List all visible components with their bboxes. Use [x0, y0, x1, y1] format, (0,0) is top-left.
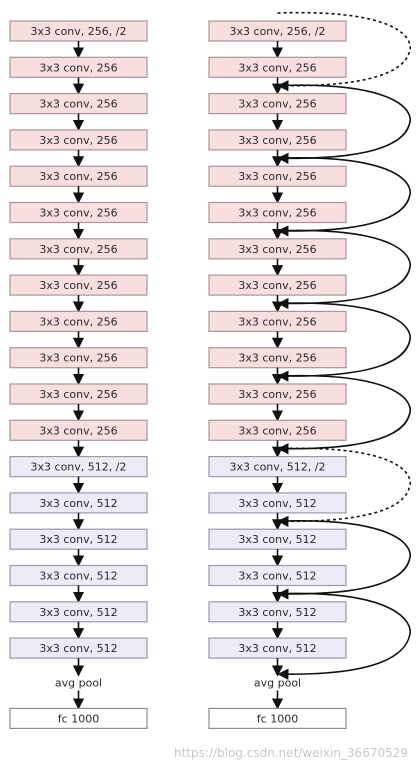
shortcut-arc-9-solid: [277, 592, 411, 680]
layer-box-residual-17: 3x3 conv, 512: [208, 601, 347, 623]
layer-box-plain-5: 3x3 conv, 256: [9, 165, 148, 187]
shortcut-arc-7-dashed: [277, 447, 411, 527]
layer-box-residual-1: 3x3 conv, 256, /2: [208, 20, 347, 42]
layer-label: 3x3 conv, 256: [238, 207, 316, 220]
layer-box-plain-13: 3x3 conv, 512, /2: [9, 456, 148, 478]
layer-label: 3x3 conv, 512: [39, 606, 117, 619]
layer-box-plain-6: 3x3 conv, 256: [9, 201, 148, 224]
layer-label: 3x3 conv, 256: [39, 243, 117, 256]
layer-label: 3x3 conv, 256: [238, 424, 316, 437]
layer-label: 3x3 conv, 512, /2: [31, 461, 127, 474]
layer-label: 3x3 conv, 256: [238, 98, 316, 111]
layer-label: 3x3 conv, 256: [238, 61, 316, 74]
shortcut-arc-4-solid: [277, 229, 411, 310]
layer-label: 3x3 conv, 256: [238, 388, 316, 401]
layer-label: 3x3 conv, 256: [238, 315, 316, 328]
layer-label: 3x3 conv, 256: [39, 170, 117, 183]
layer-box-residual-7: 3x3 conv, 256: [208, 238, 347, 260]
layer-box-plain-11: 3x3 conv, 256: [9, 383, 148, 405]
layer-label: 3x3 conv, 512: [39, 570, 117, 583]
layer-label: 3x3 conv, 256, /2: [230, 25, 326, 38]
layer-label: 3x3 conv, 256: [39, 279, 117, 292]
fc-layer-box: fc 1000: [208, 707, 347, 730]
layer-box-residual-5: 3x3 conv, 256: [208, 165, 347, 187]
layer-box-residual-2: 3x3 conv, 256: [208, 56, 347, 78]
layer-label: 3x3 conv, 256: [238, 352, 316, 365]
layer-box-plain-15: 3x3 conv, 512: [9, 528, 148, 550]
layer-box-residual-8: 3x3 conv, 256: [208, 274, 347, 296]
layer-box-residual-4: 3x3 conv, 256: [208, 129, 347, 151]
shortcut-connections: [277, 11, 411, 680]
layer-label: 3x3 conv, 256: [238, 243, 316, 256]
layer-box-residual-9: 3x3 conv, 256: [208, 310, 347, 332]
layer-label: 3x3 conv, 256: [39, 315, 117, 328]
layer-box-plain-7: 3x3 conv, 256: [9, 238, 148, 260]
layer-box-plain-16: 3x3 conv, 512: [9, 564, 148, 587]
shortcut-arc-3-solid: [277, 157, 411, 237]
avg-pool-label: avg pool: [55, 676, 102, 689]
layer-label: 3x3 conv, 256: [39, 388, 117, 401]
layer-box-residual-16: 3x3 conv, 512: [208, 564, 347, 587]
layer-label: 3x3 conv, 256, /2: [31, 25, 127, 38]
layer-box-residual-10: 3x3 conv, 256: [208, 347, 347, 369]
layer-box-residual-15: 3x3 conv, 512: [208, 528, 347, 550]
layer-box-residual-13: 3x3 conv, 512, /2: [208, 456, 347, 478]
shortcut-arc-2-solid: [277, 84, 411, 164]
layer-box-residual-6: 3x3 conv, 256: [208, 201, 347, 224]
layer-label: 3x3 conv, 256: [238, 134, 316, 147]
layer-box-plain-1: 3x3 conv, 256, /2: [9, 20, 148, 42]
layer-box-plain-10: 3x3 conv, 256: [9, 347, 148, 369]
layer-box-residual-12: 3x3 conv, 256: [208, 419, 347, 441]
layer-box-plain-3: 3x3 conv, 256: [9, 92, 148, 115]
shortcut-arc-1-dashed: [277, 11, 411, 92]
fc-label: fc 1000: [257, 712, 298, 725]
layer-label: 3x3 conv, 512: [238, 570, 316, 583]
fc-rect: [9, 707, 148, 730]
layer-label: 3x3 conv, 256: [39, 134, 117, 147]
fc-layer-box: fc 1000: [9, 707, 148, 730]
shortcut-arc-6-solid: [277, 374, 411, 455]
layer-box-residual-3: 3x3 conv, 256: [208, 92, 347, 115]
layer-box-plain-18: 3x3 conv, 512: [9, 637, 148, 659]
layer-box-plain-2: 3x3 conv, 256: [9, 56, 148, 78]
avg-pool-label: avg pool: [254, 676, 301, 689]
layer-label: 3x3 conv, 512: [238, 533, 316, 546]
shortcut-arc-5-solid: [277, 302, 411, 382]
layer-label: 3x3 conv, 256: [238, 279, 316, 292]
layer-box-plain-8: 3x3 conv, 256: [9, 274, 148, 296]
watermark-text: https://blog.csdn.net/weixin_36670529: [174, 746, 408, 760]
layer-label: 3x3 conv, 512: [238, 642, 316, 655]
layer-label: 3x3 conv, 256: [39, 98, 117, 111]
layer-label: 3x3 conv, 512: [238, 497, 316, 510]
layer-label: 3x3 conv, 256: [39, 207, 117, 220]
layer-box-plain-12: 3x3 conv, 256: [9, 419, 148, 441]
layer-box-plain-17: 3x3 conv, 512: [9, 601, 148, 623]
layer-label: 3x3 conv, 256: [39, 352, 117, 365]
layer-label: 3x3 conv, 512: [39, 497, 117, 510]
layer-box-residual-18: 3x3 conv, 512: [208, 637, 347, 659]
layer-box-plain-14: 3x3 conv, 512: [9, 492, 148, 514]
fc-label: fc 1000: [58, 712, 99, 725]
layer-label: 3x3 conv, 256: [39, 61, 117, 74]
layer-box-residual-14: 3x3 conv, 512: [208, 492, 347, 514]
layer-label: 3x3 conv, 512: [39, 533, 117, 546]
plain-network-column: 3x3 conv, 256, /2 3x3 conv, 256 3x3 conv, …: [9, 20, 148, 730]
layer-label: 3x3 conv, 512: [39, 642, 117, 655]
layer-label: 3x3 conv, 256: [238, 170, 316, 183]
layer-label: 3x3 conv, 512, /2: [230, 461, 326, 474]
shortcut-arc-8-solid: [277, 520, 411, 600]
fc-rect: [208, 707, 347, 730]
layer-box-plain-4: 3x3 conv, 256: [9, 129, 148, 151]
layer-box-residual-11: 3x3 conv, 256: [208, 383, 347, 405]
layer-box-plain-9: 3x3 conv, 256: [9, 310, 148, 332]
layer-label: 3x3 conv, 256: [39, 424, 117, 437]
layer-label: 3x3 conv, 512: [238, 606, 316, 619]
